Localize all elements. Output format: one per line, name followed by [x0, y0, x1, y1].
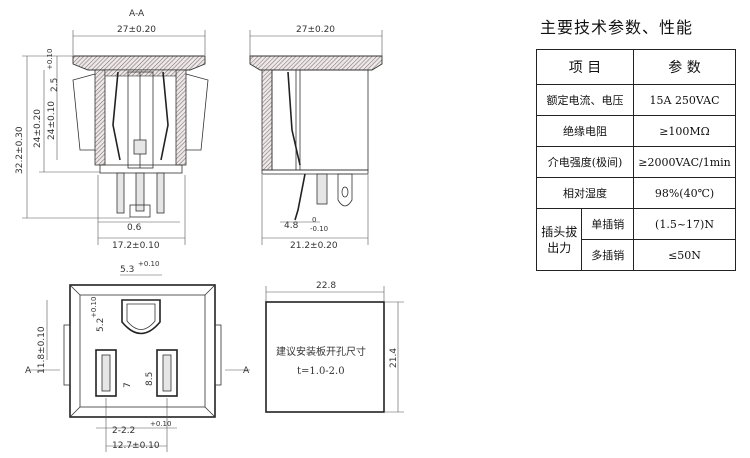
- sub-item: 单插销: [581, 208, 634, 240]
- dim-pin-0-6: 0.6: [127, 223, 142, 233]
- dim-height-2-5: 2.5: [50, 78, 60, 92]
- tol-4-8-top: 0: [312, 216, 316, 224]
- dim-11-8: 11.8±0.10: [37, 326, 47, 374]
- dim-4-8: 4.8: [284, 221, 299, 231]
- row-value: 15A 250VAC: [633, 84, 736, 116]
- side-view: 27±0.20 4.8 0 -0.10 21.2±0.20: [249, 25, 383, 251]
- tol-4-8-bottom: -0.10: [310, 225, 328, 233]
- tol-2-5: +0.10: [46, 49, 54, 70]
- section-mark-right: A: [243, 366, 250, 376]
- header-item: 项 目: [536, 49, 634, 85]
- cutout-note: 建议安装板开孔尺寸: [276, 345, 366, 358]
- section-label: A-A: [129, 9, 145, 19]
- spec-table: 项 目 参 数 额定电流、电压 15A 250VAC 绝缘电阻 ≥100MΩ 介…: [535, 49, 736, 271]
- cutout-thickness: t=1.0-2.0: [297, 366, 345, 377]
- section-mark-left: A: [25, 366, 32, 376]
- row-item: 介电强度(极间): [536, 146, 634, 178]
- dim-8-5: 8.5: [145, 372, 155, 386]
- sub-value: (1.5~17)N: [633, 208, 736, 240]
- panel-cutout: 22.8 21.4 建议安装板开孔尺寸 t=1.0-2.0: [265, 281, 404, 413]
- technical-drawing: A-A 27±0.20 32.2±0.30 2: [15, 9, 404, 452]
- dim-7: 7: [123, 382, 133, 388]
- table-row: 介电强度(极间) ≥2000VAC/1min: [536, 146, 736, 178]
- dim-5-3: 5.3: [120, 265, 134, 275]
- table-header-row: 项 目 参 数: [536, 49, 736, 85]
- dim-2-2: 2-2.2: [112, 426, 135, 436]
- tol-5-2: +0.10: [90, 297, 98, 318]
- table-row: 额定电流、电压 15A 250VAC: [536, 84, 736, 116]
- sub-value: ≤50N: [633, 239, 736, 271]
- dim-height-24-20: 24±0.20: [33, 109, 43, 148]
- tol-2-2: +0.10: [150, 420, 171, 428]
- dim-cut-height: 21.4: [389, 348, 399, 368]
- section-view-aa: A-A 27±0.20 32.2±0.30 2: [15, 9, 209, 251]
- row-item: 绝缘电阻: [536, 115, 634, 147]
- dim-width-21-2: 21.2±0.20: [290, 241, 338, 251]
- table-row: 相对湿度 98%(40℃): [536, 177, 736, 209]
- row-item: 相对湿度: [536, 177, 634, 209]
- front-view: 5.3 +0.10 5.2 +0.10 11.8±0.10 7 8.5 A A …: [25, 260, 250, 452]
- tol-5-3: +0.10: [138, 260, 159, 268]
- dim-width-27-left: 27±0.20: [117, 25, 156, 35]
- dim-width-17-2: 17.2±0.10: [112, 241, 160, 251]
- dim-height-24-10: 24±0.10: [47, 101, 57, 140]
- row-value: ≥100MΩ: [633, 115, 736, 147]
- table-row: 插头拔出力 单插销 (1.5~17)N: [535, 208, 736, 271]
- dim-width-27-right: 27±0.20: [296, 25, 335, 35]
- group-label: 插头拔出力: [535, 208, 583, 271]
- spec-title: 主要技术参数、性能: [540, 18, 694, 37]
- table-row: 绝缘电阻 ≥100MΩ: [536, 115, 736, 147]
- sub-item: 多插销: [581, 239, 634, 271]
- row-value: 98%(40℃): [633, 177, 736, 209]
- dim-cut-width: 22.8: [316, 281, 336, 291]
- dim-12-7: 12.7±0.10: [112, 441, 160, 451]
- header-param: 参 数: [633, 49, 736, 85]
- dim-height-32: 32.2±0.30: [15, 126, 25, 174]
- row-item: 额定电流、电压: [536, 84, 634, 116]
- row-value: ≥2000VAC/1min: [633, 146, 736, 178]
- dim-5-2: 5.2: [96, 318, 106, 332]
- table-row: 多插销 ≤50N: [537, 239, 736, 271]
